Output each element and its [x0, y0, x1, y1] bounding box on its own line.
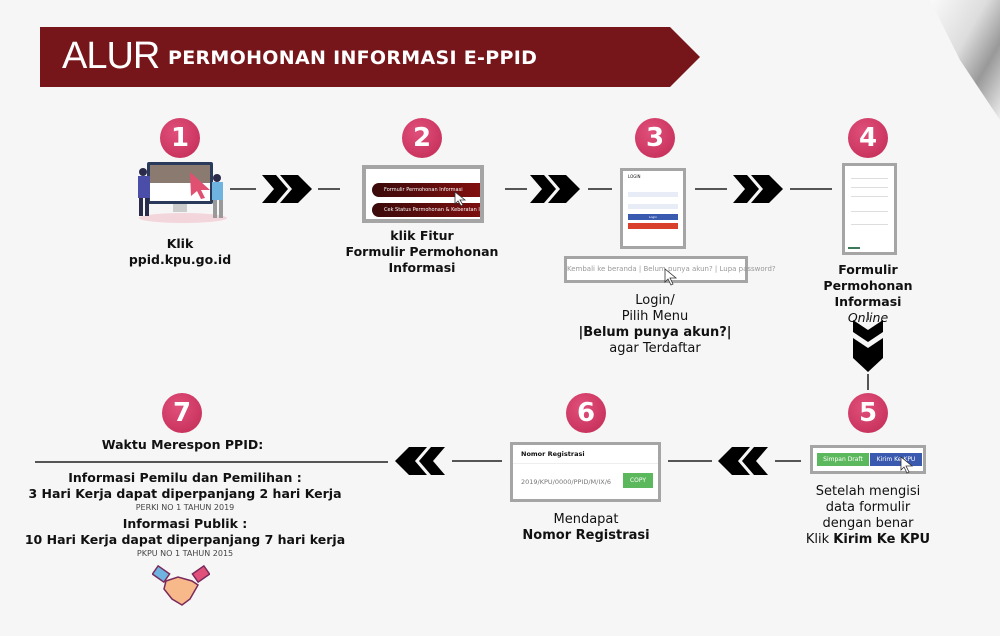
step-6-caption: Mendapat Nomor Registrasi — [500, 512, 672, 544]
step-6-line2: Nomor Registrasi — [522, 528, 650, 543]
step-4-badge: 4 — [848, 118, 888, 158]
kirim-ke-kpu-button[interactable]: Kirim Ke KPU — [870, 453, 922, 466]
chevron-right-icon — [733, 175, 783, 203]
step-1-line1: Klik — [166, 236, 194, 251]
page-curl — [930, 0, 1000, 120]
login-title: LOGIN — [628, 174, 641, 179]
connector — [318, 188, 340, 190]
step-2-screenshot: Formulir Permohonan Informasi Cek Status… — [362, 165, 484, 223]
handshake-icon — [152, 564, 210, 606]
step-5-caption: Setelah mengisi data formulir dengan ben… — [790, 484, 946, 548]
step-5-badge: 5 — [848, 393, 888, 433]
connector — [775, 460, 801, 462]
connector — [452, 460, 502, 462]
step-3-line1: Login/ — [635, 293, 675, 308]
connector — [588, 188, 612, 190]
step-3-caption: Login/ Pilih Menu |Belum punya akun?| ag… — [560, 293, 750, 357]
connector — [867, 374, 869, 390]
connector — [505, 188, 527, 190]
computer-illustration — [138, 162, 227, 223]
step-5-line1: Setelah mengisi — [815, 484, 921, 499]
step-7-heading-1: Informasi Pemilu dan Pemilihan : — [68, 470, 302, 485]
registration-number: 2019/KPU/0000/PPID/M/IX/6 — [521, 478, 612, 486]
connector — [695, 188, 727, 190]
chevron-down-icon — [853, 320, 883, 372]
step-7-detail-1: 3 Hari Kerja dapat diperpanjang 2 hari K… — [28, 486, 342, 501]
title-banner — [40, 27, 700, 87]
step-5-line2: data formulir — [825, 500, 911, 515]
step-2-line2: Formulir Permohonan Informasi — [345, 244, 499, 275]
login-button[interactable]: Login — [628, 214, 678, 220]
step-5-line4: Klik Kirim Ke KPU — [790, 532, 946, 548]
registration-panel-title: Nomor Registrasi — [513, 445, 658, 464]
menu-cek-status[interactable]: Cek Status Permohonan & Keberatan Inform… — [372, 203, 480, 217]
step-1-badge: 1 — [160, 118, 200, 158]
step-2-caption: klik Fitur Formulir Permohonan Informasi — [330, 228, 514, 276]
step-3-badge: 3 — [635, 118, 675, 158]
connector — [668, 460, 712, 462]
step-2-line1: klik Fitur — [390, 228, 454, 243]
page-title: PERMOHONAN INFORMASI E-PPID — [168, 47, 538, 69]
step-1-caption: Klik ppid.kpu.go.id — [110, 236, 250, 268]
step-7-ref-2: PKPU NO 1 TAHUN 2015 — [136, 549, 234, 558]
step-7-heading-2: Informasi Publik : — [122, 516, 248, 531]
form-screenshot — [842, 163, 897, 255]
chevron-right-icon — [530, 175, 580, 203]
connector — [867, 312, 869, 320]
cursor-icon — [900, 456, 914, 474]
step-2-badge: 2 — [402, 118, 442, 158]
cursor-icon — [664, 268, 678, 286]
step-7-details: Informasi Pemilu dan Pemilihan : 3 Hari … — [20, 470, 350, 560]
step-4-line1: Formulir — [838, 262, 898, 277]
chevron-right-icon — [262, 175, 312, 203]
step-3-line2: Pilih Menu — [621, 309, 689, 324]
step-3-line4: agar Terdaftar — [609, 341, 701, 356]
step-5-line3: dengan benar — [822, 516, 914, 531]
step-7-badge: 7 — [162, 393, 202, 433]
simpan-draft-button[interactable]: Simpan Draft — [817, 453, 869, 466]
step-7-title: Waktu Merespon PPID: — [101, 437, 264, 452]
step-7-ref-1: PERKI NO 1 TAHUN 2019 — [135, 503, 235, 512]
step-7-detail-2: 10 Hari Kerja dapat diperpanjang 7 hari … — [24, 532, 346, 547]
step-6-badge: 6 — [566, 393, 606, 433]
copy-button[interactable]: COPY — [623, 473, 653, 488]
menu-formulir[interactable]: Formulir Permohonan Informasi — [372, 183, 480, 197]
connector — [230, 188, 256, 190]
step-4-line2: Permohonan Informasi — [823, 278, 913, 309]
login-links-box[interactable]: Kembali ke beranda | Belum punya akun? |… — [564, 256, 776, 283]
chevron-left-icon — [718, 447, 768, 475]
step-3-line3: |Belum punya akun?| — [578, 325, 732, 340]
step-1-link: ppid.kpu.go.id — [128, 252, 232, 267]
divider — [35, 461, 388, 463]
title-alur: ALUR — [62, 35, 160, 77]
step-5-kirim: Kirim Ke KPU — [833, 532, 931, 547]
step-4-caption: Formulir Permohonan Informasi Online — [790, 262, 946, 326]
login-screenshot: LOGIN Login — [620, 168, 686, 249]
connector — [790, 188, 832, 190]
registration-panel: Nomor Registrasi 2019/KPU/0000/PPID/M/IX… — [510, 442, 661, 502]
chevron-left-icon — [395, 447, 445, 475]
step-6-line1: Mendapat — [553, 512, 619, 527]
cursor-icon — [454, 191, 467, 207]
step-5-klik: Klik — [805, 532, 834, 547]
